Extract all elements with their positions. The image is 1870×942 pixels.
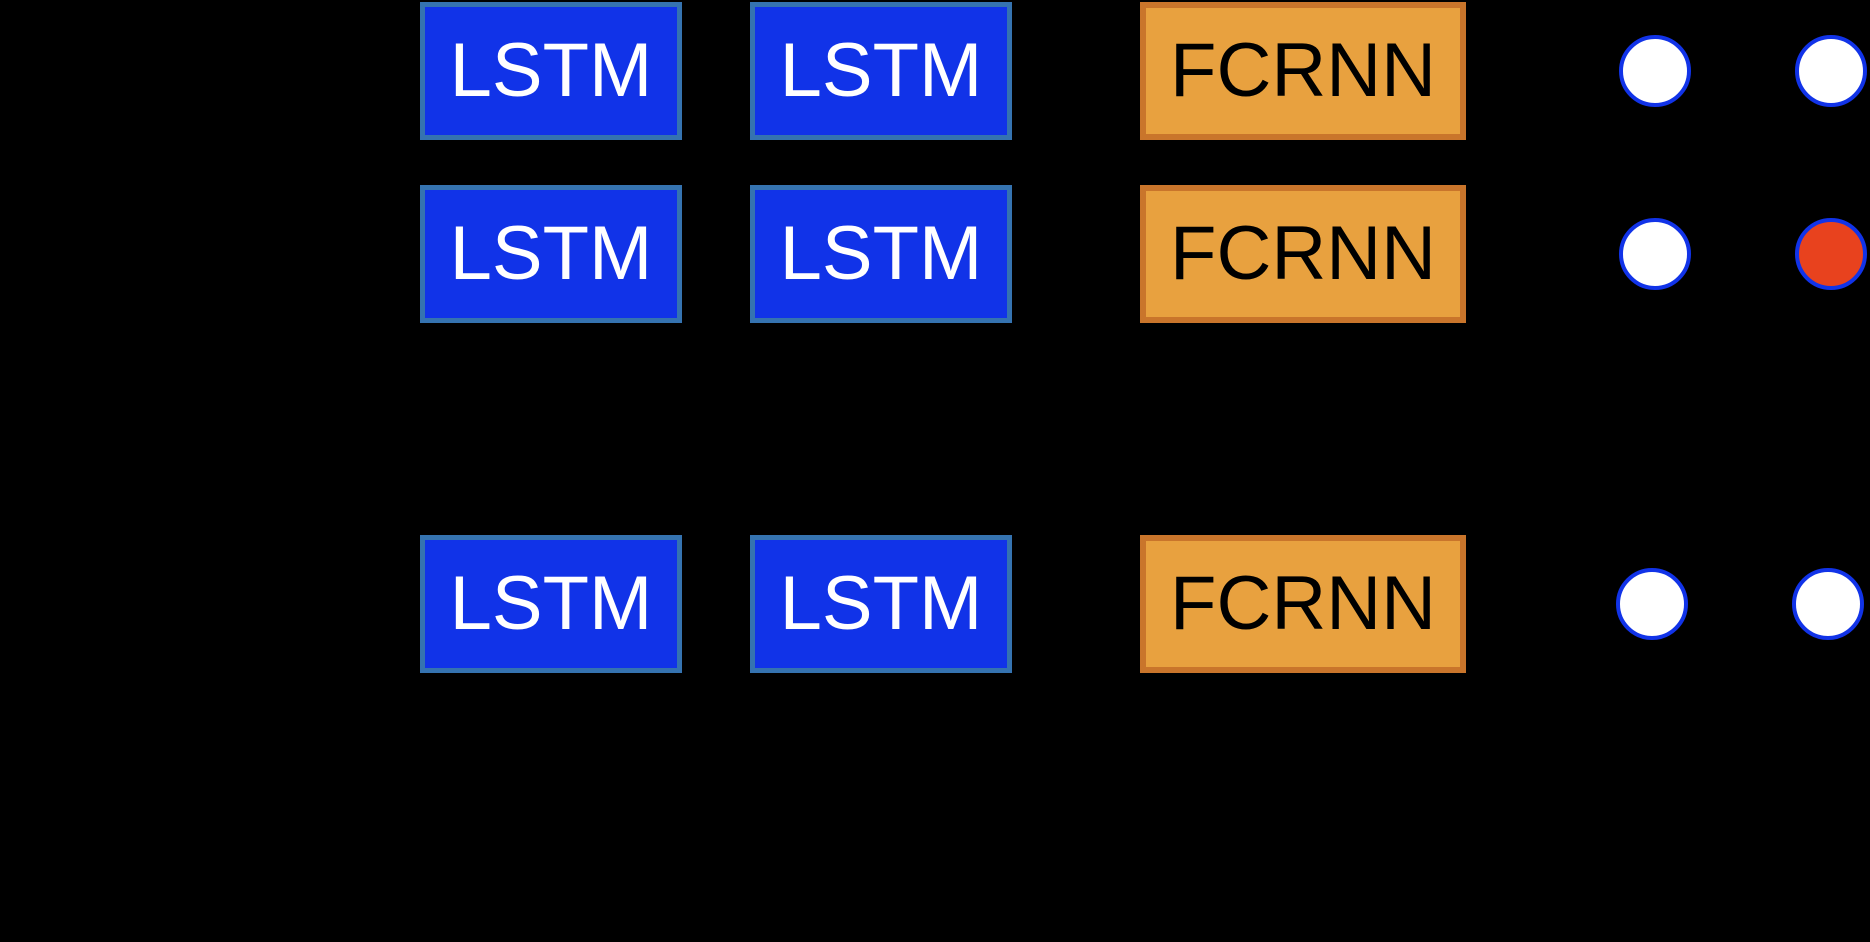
- lstm-label: LSTM: [779, 28, 983, 113]
- output-circle-r2c1[interactable]: [1619, 218, 1691, 290]
- lstm-label: LSTM: [449, 211, 653, 296]
- lstm-block-r3c2[interactable]: LSTM: [750, 535, 1012, 673]
- output-circle-r1c1[interactable]: [1619, 35, 1691, 107]
- lstm-block-r2c2[interactable]: LSTM: [750, 185, 1012, 323]
- output-circle-r1c2[interactable]: [1795, 35, 1867, 107]
- fcrnn-label: FCRNN: [1170, 211, 1436, 296]
- lstm-label: LSTM: [449, 28, 653, 113]
- output-circle-r3c1[interactable]: [1616, 568, 1688, 640]
- lstm-label: LSTM: [779, 561, 983, 646]
- fcrnn-block-r2[interactable]: FCRNN: [1140, 185, 1466, 323]
- fcrnn-label: FCRNN: [1170, 28, 1436, 113]
- lstm-block-r1c2[interactable]: LSTM: [750, 2, 1012, 140]
- lstm-label: LSTM: [779, 211, 983, 296]
- lstm-block-r2c1[interactable]: LSTM: [420, 185, 682, 323]
- output-circle-r2c2-active[interactable]: [1795, 218, 1867, 290]
- lstm-block-r1c1[interactable]: LSTM: [420, 2, 682, 140]
- fcrnn-block-r3[interactable]: FCRNN: [1140, 535, 1466, 673]
- fcrnn-block-r1[interactable]: FCRNN: [1140, 2, 1466, 140]
- fcrnn-label: FCRNN: [1170, 561, 1436, 646]
- lstm-block-r3c1[interactable]: LSTM: [420, 535, 682, 673]
- output-circle-r3c2[interactable]: [1792, 568, 1864, 640]
- lstm-label: LSTM: [449, 561, 653, 646]
